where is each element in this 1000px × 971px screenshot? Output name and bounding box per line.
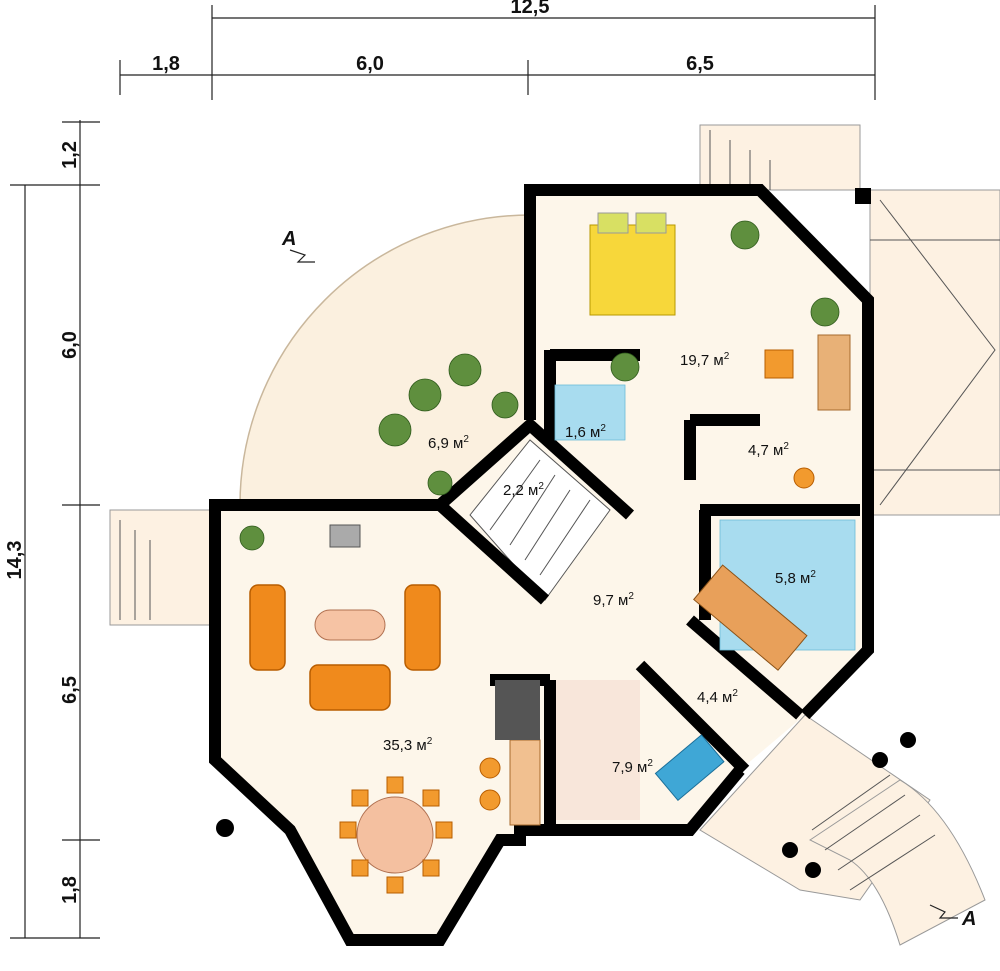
dim-top-total: 12,5 <box>511 0 550 18</box>
dining-table <box>356 796 434 874</box>
room-area-kitchen: 7,9 м2 <box>612 758 653 776</box>
room-area-winter-garden: 6,9 м2 <box>428 434 469 452</box>
room-area-staircase: 2,2 м2 <box>503 481 544 499</box>
walls <box>209 184 916 946</box>
room-area-bathroom: 5,8 м2 <box>775 569 816 587</box>
bed <box>589 224 676 316</box>
dim-left-2: 6,0 <box>59 331 81 359</box>
section-mark-bottom: A <box>961 908 976 930</box>
dim-top-mid: 6,0 <box>356 53 384 75</box>
dim-left-4: 1,8 <box>59 876 81 904</box>
room-area-dressing: 4,7 м2 <box>748 441 789 459</box>
dim-top-right: 6,5 <box>686 53 714 75</box>
dim-left-total: 14,3 <box>4 541 26 580</box>
dim-left-3: 6,5 <box>59 676 81 704</box>
room-area-hall: 9,7 м2 <box>593 591 634 609</box>
section-line-top <box>289 249 315 263</box>
room-area-vestibule: 4,4 м2 <box>697 688 738 706</box>
section-mark-top: A <box>281 228 296 250</box>
room-area-wc: 1,6 м2 <box>565 423 606 441</box>
section-line-bottom <box>929 904 958 919</box>
dim-top-left: 1,8 <box>152 53 180 75</box>
furniture <box>239 212 856 894</box>
dim-left-1: 1,2 <box>59 141 81 169</box>
room-area-living: 35,3 м2 <box>383 736 433 754</box>
room-area-bedroom: 19,7 м2 <box>680 351 730 369</box>
dimension-lines <box>10 5 876 939</box>
